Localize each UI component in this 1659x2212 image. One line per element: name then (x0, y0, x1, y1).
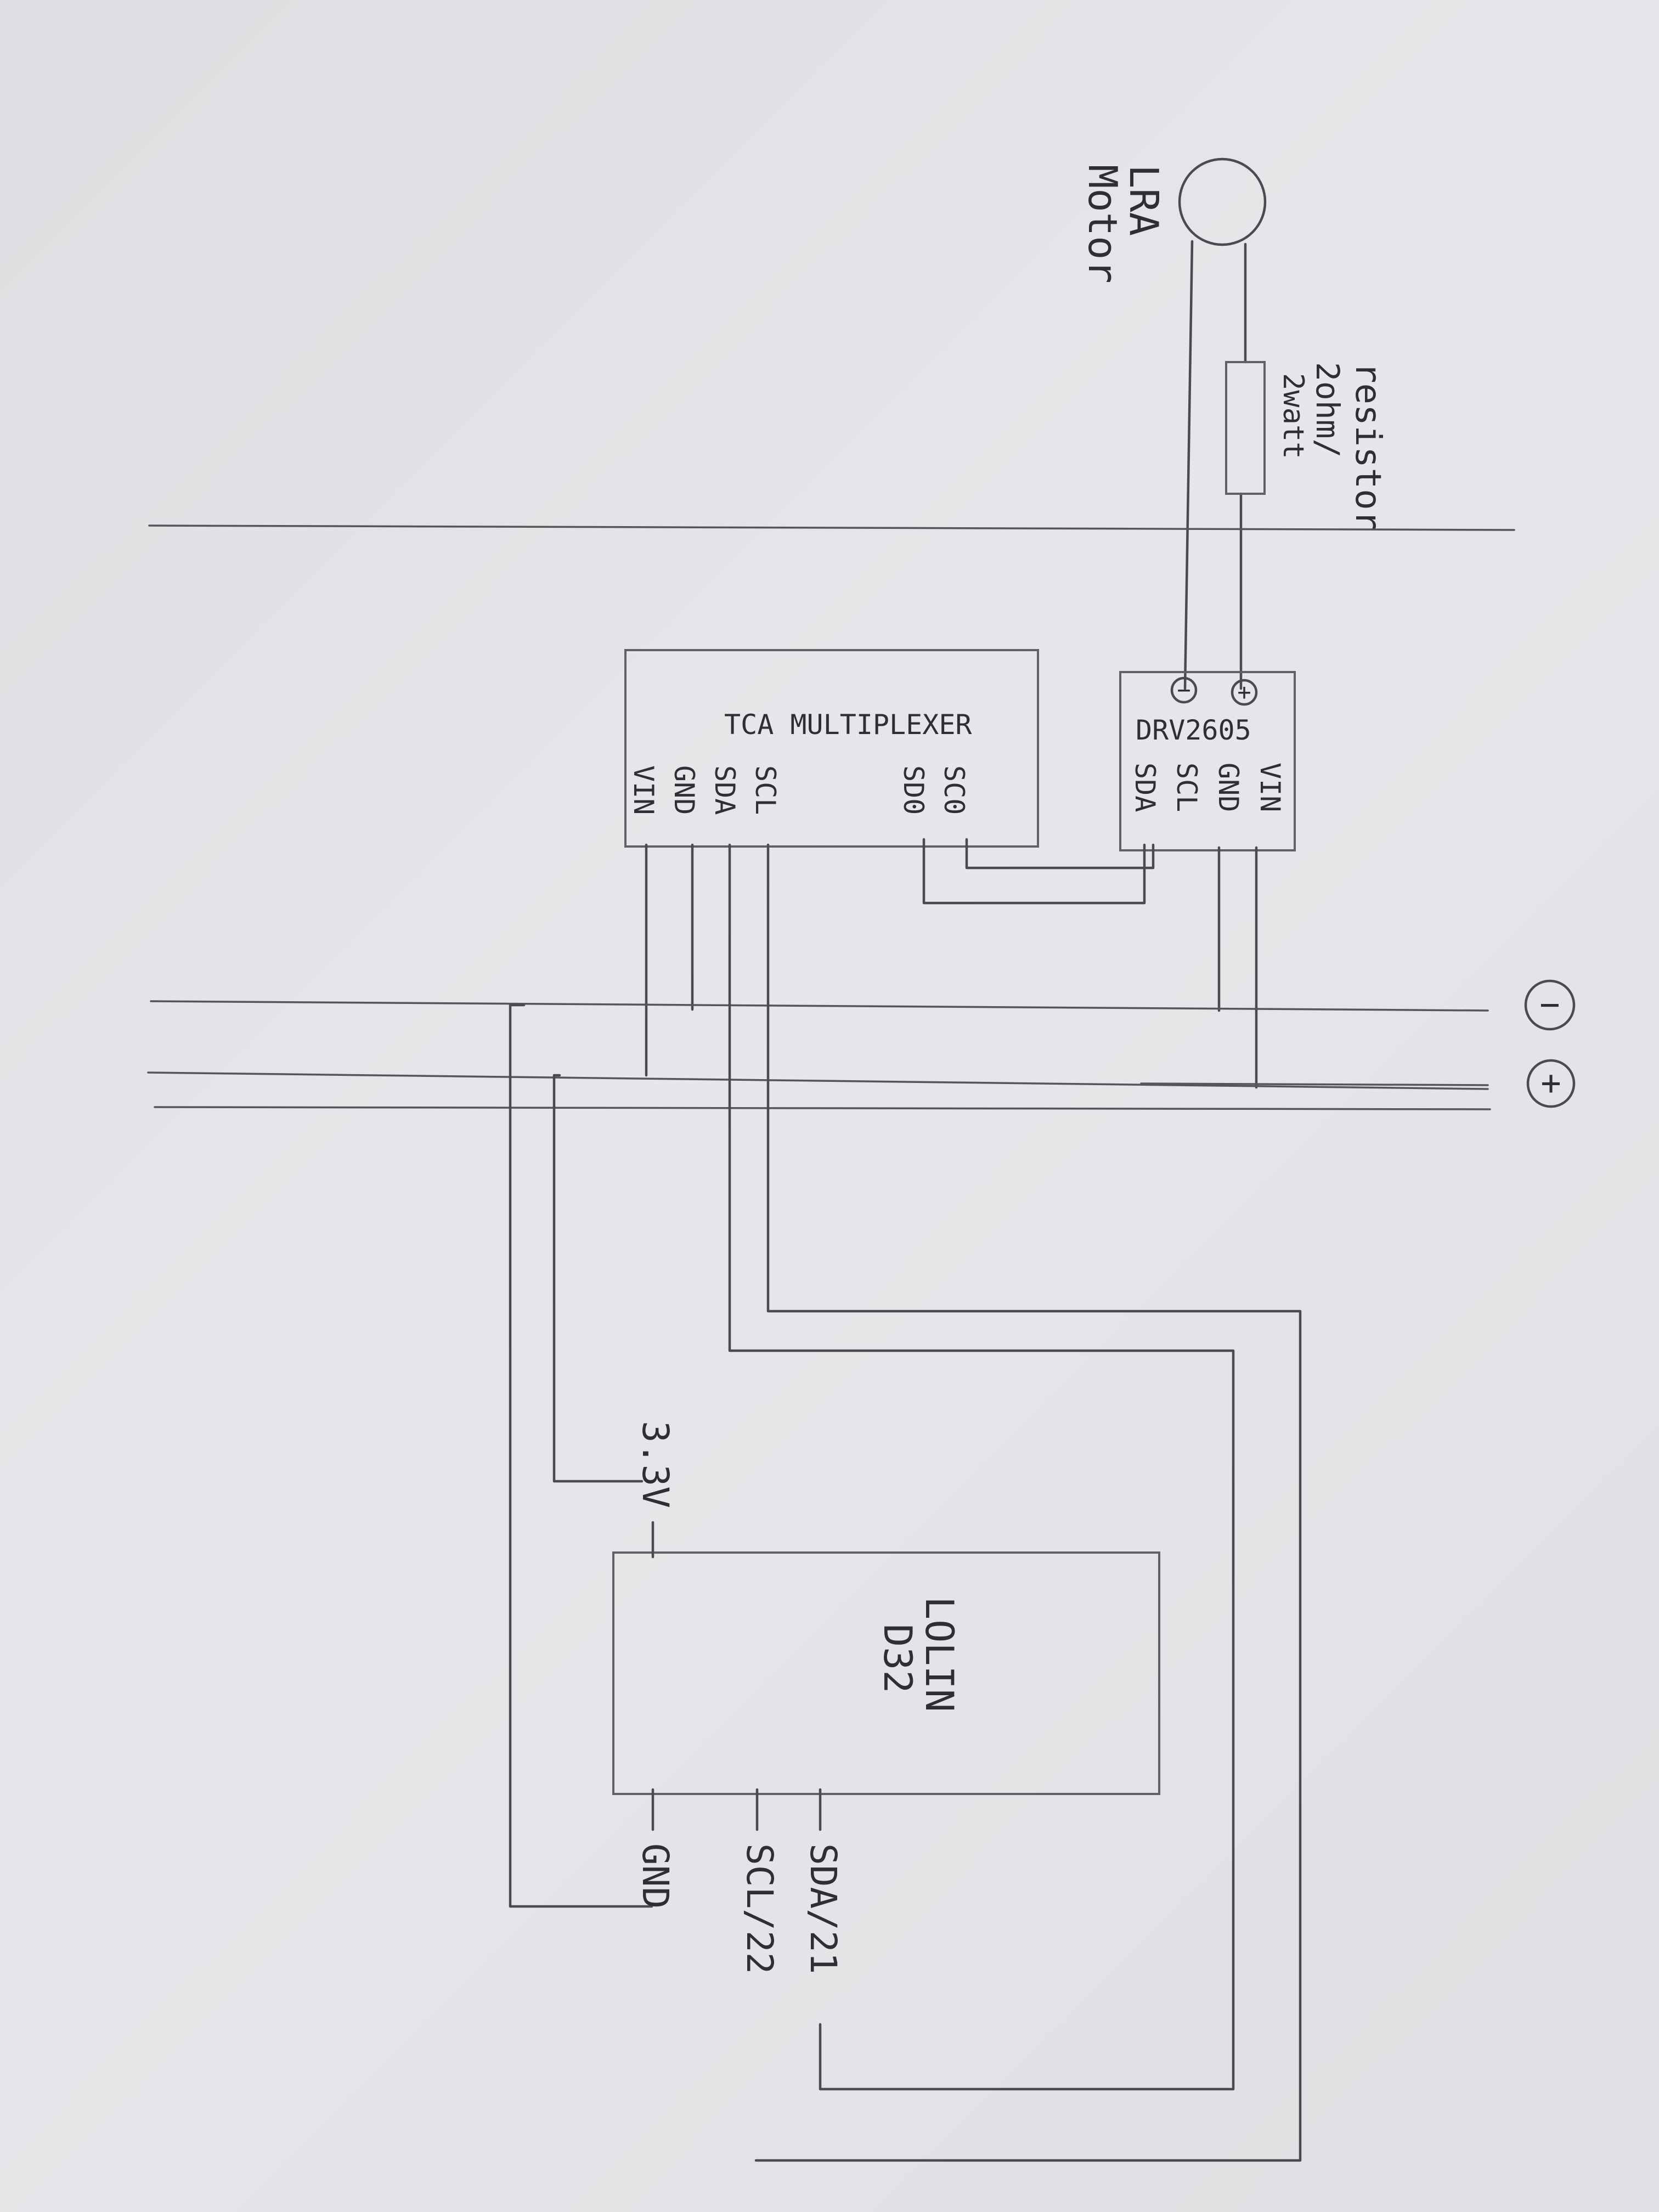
wire-sc0-to-drv-scl (965, 838, 1155, 870)
minus-rail (150, 1000, 1489, 1012)
lolin-label-line1: LOLIN (917, 1596, 962, 1712)
tca-multiplexer-title: TCA MULTIPLEXER (724, 709, 972, 741)
plus-rail-short-segment (1140, 1082, 1489, 1086)
drv2605-pin-sda: SDA (1129, 763, 1161, 812)
tca-pin-vin: VIN (628, 765, 659, 815)
tca-pin-gnd: GND (668, 765, 700, 815)
power-rails: − + (147, 979, 1576, 1110)
lolin-pin-sda21: SDA/21 (802, 1843, 844, 1974)
minus-rail-terminal (1524, 979, 1576, 1031)
wire-sd0-to-drv-sda (922, 838, 1146, 905)
wire-plus-rail-to-lolin-3v3 (552, 1074, 644, 1483)
wire-tca-sda-to-lolin-sda21 (728, 843, 1235, 2091)
plus-rail-guide (154, 1106, 1491, 1110)
lra-motor-symbol (1178, 157, 1267, 246)
resistor: resistor 2ohm/ 2watt (1225, 361, 1388, 531)
plus-rail-symbol: + (1541, 1063, 1561, 1103)
drv2605-positive-terminal (1231, 679, 1258, 706)
drv2605-pin-scl: SCL (1171, 763, 1203, 812)
lolin-pin-gnd: GND (634, 1843, 676, 1909)
lolin-d32-outline (612, 1551, 1160, 1795)
resistor-value-label: 2ohm/ (1309, 362, 1346, 458)
resistor-rating-label: 2watt (1277, 373, 1310, 459)
plus-rail (147, 1071, 1489, 1090)
plus-rail-terminal (1526, 1059, 1576, 1108)
drv2605-outline (1119, 671, 1296, 851)
resistor-symbol (1225, 361, 1266, 495)
lra-motor: LRA Motor (1080, 157, 1267, 284)
lolin-pin-3v3: 3.3V (634, 1421, 676, 1508)
motor-negative-lead (1183, 240, 1194, 690)
tca-pin-scl: SCL (749, 765, 781, 815)
horizontal-line-top (148, 524, 1515, 531)
tca-pin-sd0: SD0 (898, 765, 929, 815)
drv2605-pin-gnd: GND (1212, 763, 1244, 812)
wire-minus-rail-to-lolin-gnd (509, 1003, 653, 1908)
drv2605-pin-vin: VIN (1254, 763, 1286, 812)
drv2605-negative-symbol: − (1177, 676, 1190, 703)
lra-motor-label-line1: LRA (1121, 165, 1167, 236)
wire-tca-scl-to-lolin-scl22 (754, 843, 1302, 2162)
resistor-label: resistor (1347, 362, 1388, 531)
minus-rail-symbol: − (1539, 984, 1560, 1024)
lra-motor-label-line2: Motor (1080, 165, 1126, 284)
tca-multiplexer-outline (624, 649, 1039, 848)
tca-pin-sda: SDA (709, 765, 741, 815)
lolin-label-line2: D32 (875, 1624, 920, 1693)
tca-multiplexer-board: TCA MULTIPLEXER SCL SDA GND VIN SC0 SD0 (624, 649, 1039, 848)
drv2605-positive-symbol: + (1237, 679, 1251, 706)
drv2605-title: DRV2605 (1136, 714, 1251, 746)
lolin-d32-board: LOLIN D32 3.3V GND SDA/21 SCL/22 (612, 1421, 1160, 1974)
lolin-pin-scl22: SCL/22 (738, 1843, 781, 1974)
tca-pin-sc0: SC0 (938, 765, 970, 815)
drv2605-board: − + DRV2605 VIN GND SCL SDA (1119, 671, 1296, 851)
drv2605-negative-terminal (1170, 676, 1198, 704)
